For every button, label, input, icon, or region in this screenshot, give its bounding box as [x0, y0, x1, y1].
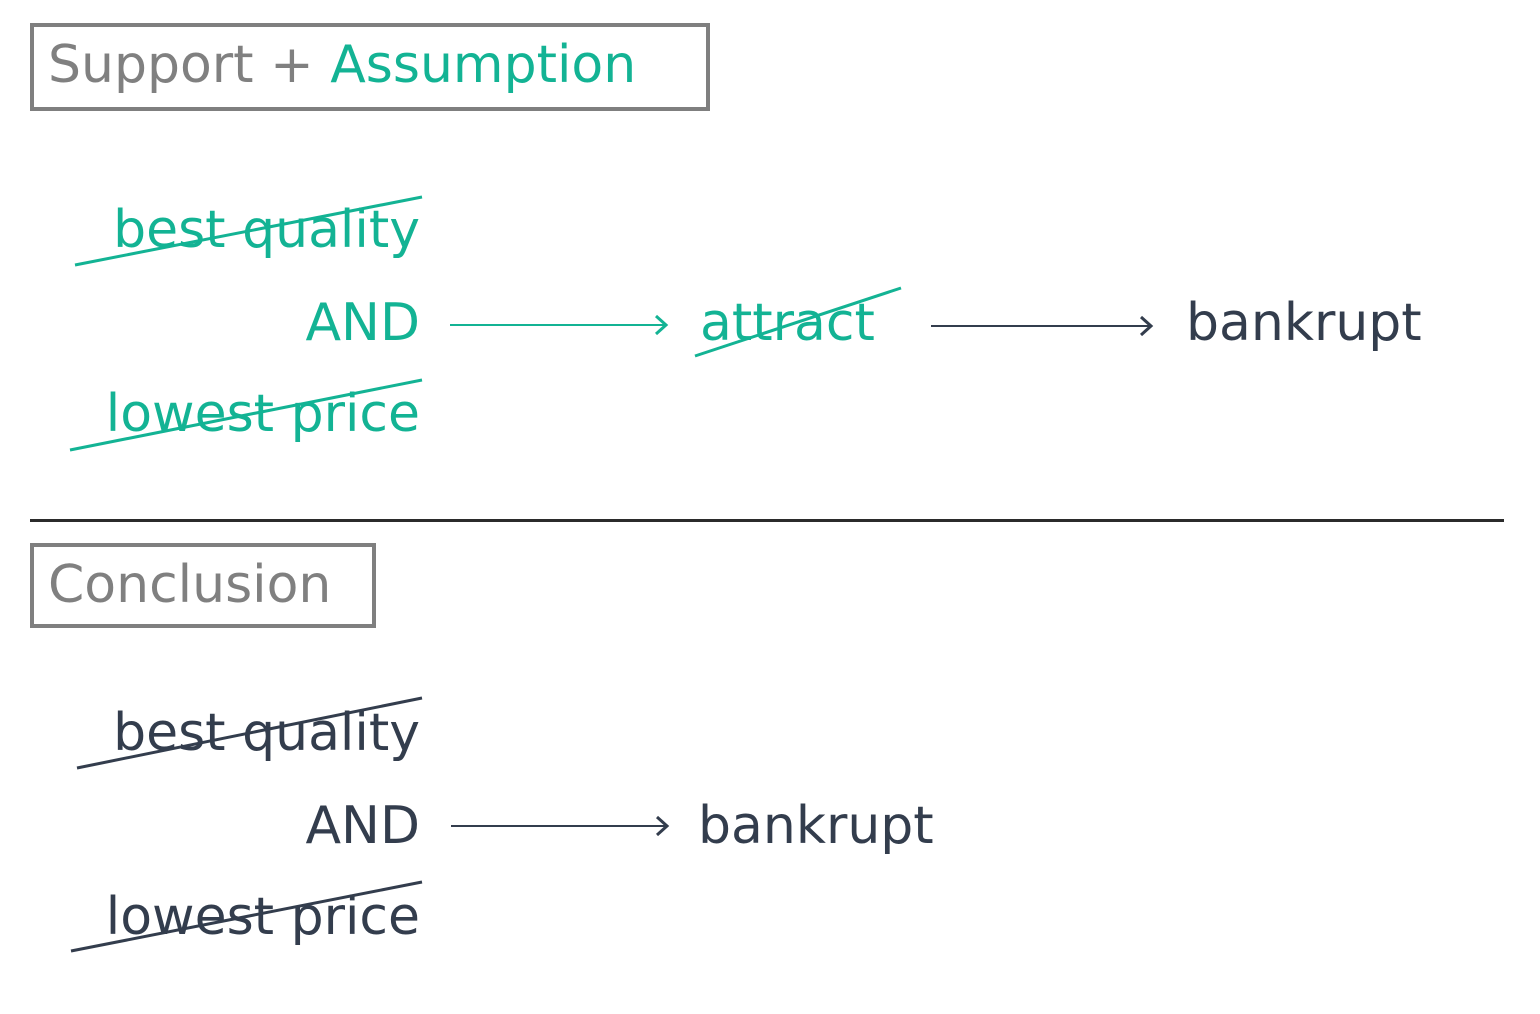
conclusion-label: Conclusion: [48, 555, 332, 615]
assumption-label: Assumption: [330, 35, 637, 95]
top-result-bankrupt: bankrupt: [1186, 293, 1422, 353]
bottom-connector-and: AND: [305, 796, 420, 856]
arrow-right-icon: [450, 314, 669, 336]
strike-top-lowest-price: [69, 378, 423, 452]
strike-bottom-best-quality: [76, 696, 423, 770]
top-connector-and: AND: [305, 293, 420, 353]
strike-top-attract: [694, 286, 902, 358]
strike-bottom-lowest-price: [70, 880, 423, 953]
bottom-result-bankrupt: bankrupt: [698, 796, 934, 856]
conclusion-label-box: Conclusion: [30, 543, 376, 628]
support-label: Support +: [48, 35, 331, 95]
arrow-right-icon: [931, 315, 1154, 337]
arrow-right-icon: [451, 815, 670, 837]
section-divider: [30, 519, 1504, 522]
strike-top-best-quality: [74, 195, 423, 267]
support-assumption-label: Support + Assumption: [30, 23, 710, 111]
